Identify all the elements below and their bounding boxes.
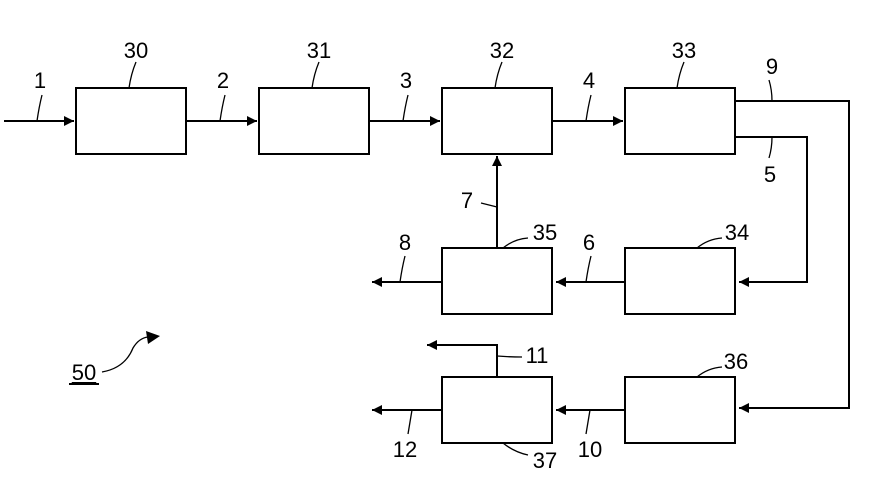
label-stream-5: 5 <box>764 162 776 187</box>
label-stream-9: 9 <box>766 54 778 79</box>
label-block-34: 34 <box>725 220 749 245</box>
leader-31 <box>312 62 319 88</box>
leader-9 <box>769 80 772 101</box>
leader-33 <box>677 62 684 88</box>
system-pointer-arrowhead <box>146 331 160 344</box>
label-stream-12: 12 <box>393 437 417 462</box>
label-stream-8: 8 <box>399 230 411 255</box>
label-system-50: 50 <box>72 360 96 385</box>
label-block-33: 33 <box>672 38 696 63</box>
leader-1 <box>37 95 42 121</box>
leader-11 <box>497 356 522 357</box>
leader-3 <box>403 95 408 121</box>
leader-8 <box>400 256 405 282</box>
leader-35 <box>503 238 528 248</box>
label-stream-2: 2 <box>217 68 229 93</box>
leader-6 <box>586 256 591 282</box>
block-31 <box>259 88 369 154</box>
leader-7 <box>481 203 497 207</box>
leader-37 <box>503 443 528 455</box>
label-stream-11: 11 <box>526 343 549 368</box>
leader-32 <box>495 62 502 88</box>
stream-5-line <box>735 137 807 282</box>
block-34 <box>625 248 735 314</box>
stream-11-line <box>427 345 497 377</box>
label-block-32: 32 <box>490 38 514 63</box>
label-block-31: 31 <box>307 38 331 63</box>
leader-36 <box>697 367 722 377</box>
block-36 <box>625 377 735 443</box>
leader-10 <box>586 410 590 434</box>
leader-30 <box>129 62 136 88</box>
label-stream-4: 4 <box>583 68 595 93</box>
leader-2 <box>220 95 225 121</box>
leader-50 <box>102 337 148 372</box>
label-block-37: 37 <box>533 448 557 473</box>
block-37 <box>442 377 552 443</box>
label-block-30: 30 <box>124 38 148 63</box>
block-32 <box>442 88 552 154</box>
leader-34 <box>697 238 722 248</box>
label-block-35: 35 <box>533 220 557 245</box>
leader-5 <box>769 137 772 158</box>
label-stream-10: 10 <box>578 437 602 462</box>
stream-9-line <box>735 101 849 408</box>
label-block-36: 36 <box>724 349 748 374</box>
label-stream-6: 6 <box>583 230 595 255</box>
label-stream-3: 3 <box>400 68 412 93</box>
block-35 <box>442 248 552 314</box>
label-stream-1: 1 <box>34 68 46 93</box>
leader-12 <box>408 410 412 434</box>
label-stream-7: 7 <box>461 188 473 213</box>
block-33 <box>625 88 735 154</box>
leader-4 <box>586 95 591 121</box>
block-30 <box>76 88 186 154</box>
